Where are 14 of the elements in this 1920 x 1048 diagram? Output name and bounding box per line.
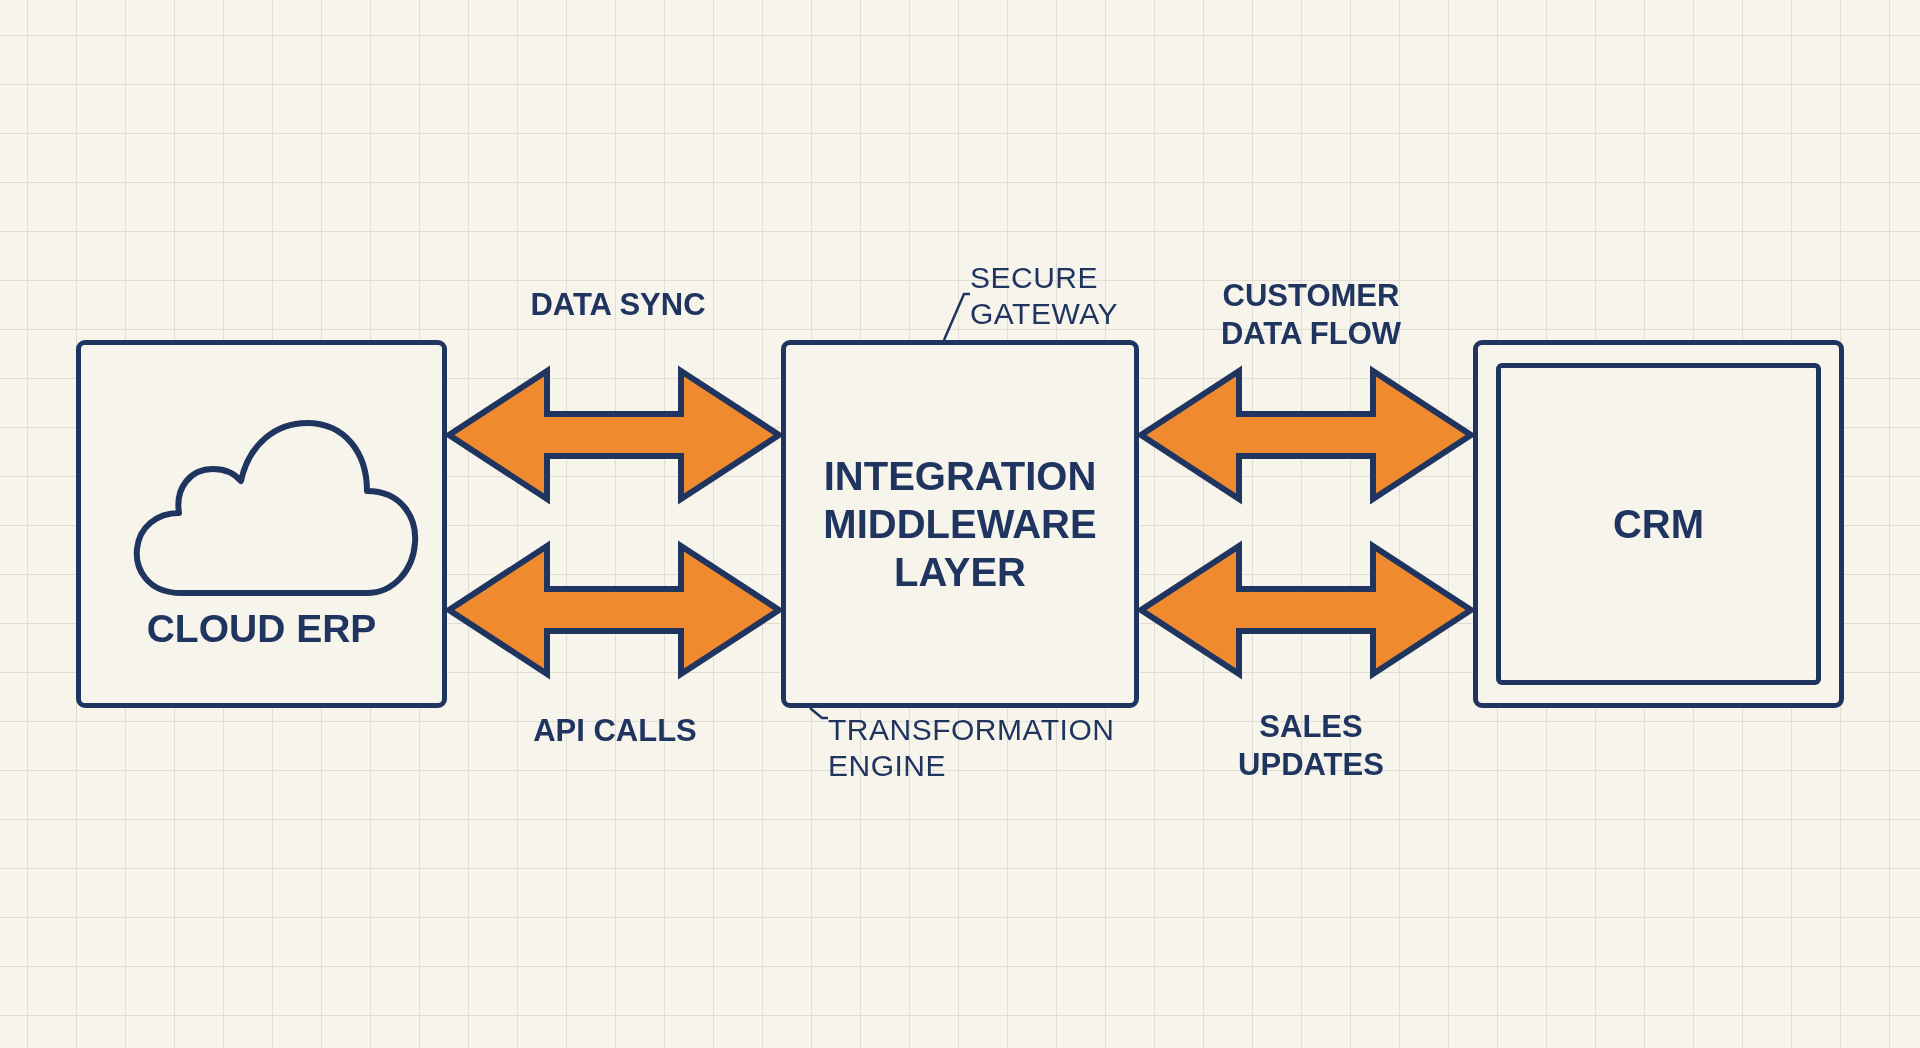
leader-line: [809, 707, 828, 720]
node-title: CLOUD ERP: [145, 606, 378, 653]
edge-label: DATA SYNC: [529, 286, 707, 324]
node-title: CRM: [1612, 501, 1705, 548]
leader-line: [942, 292, 970, 341]
edge-label: CUSTOMER DATA FLOW: [1219, 277, 1403, 353]
callout-text: SECURE GATEWAY: [970, 260, 1140, 332]
edge-label: SALES UPDATES: [1237, 708, 1385, 784]
node-title: INTEGRATION MIDDLEWARE LAYER: [822, 453, 1098, 596]
system-box: [1473, 340, 1844, 708]
edge-label: API CALLS: [532, 712, 698, 750]
callout-text: TRANSFORMATION ENGINE: [828, 712, 1148, 784]
system-box: [76, 340, 447, 708]
middleware-box: [781, 340, 1139, 708]
